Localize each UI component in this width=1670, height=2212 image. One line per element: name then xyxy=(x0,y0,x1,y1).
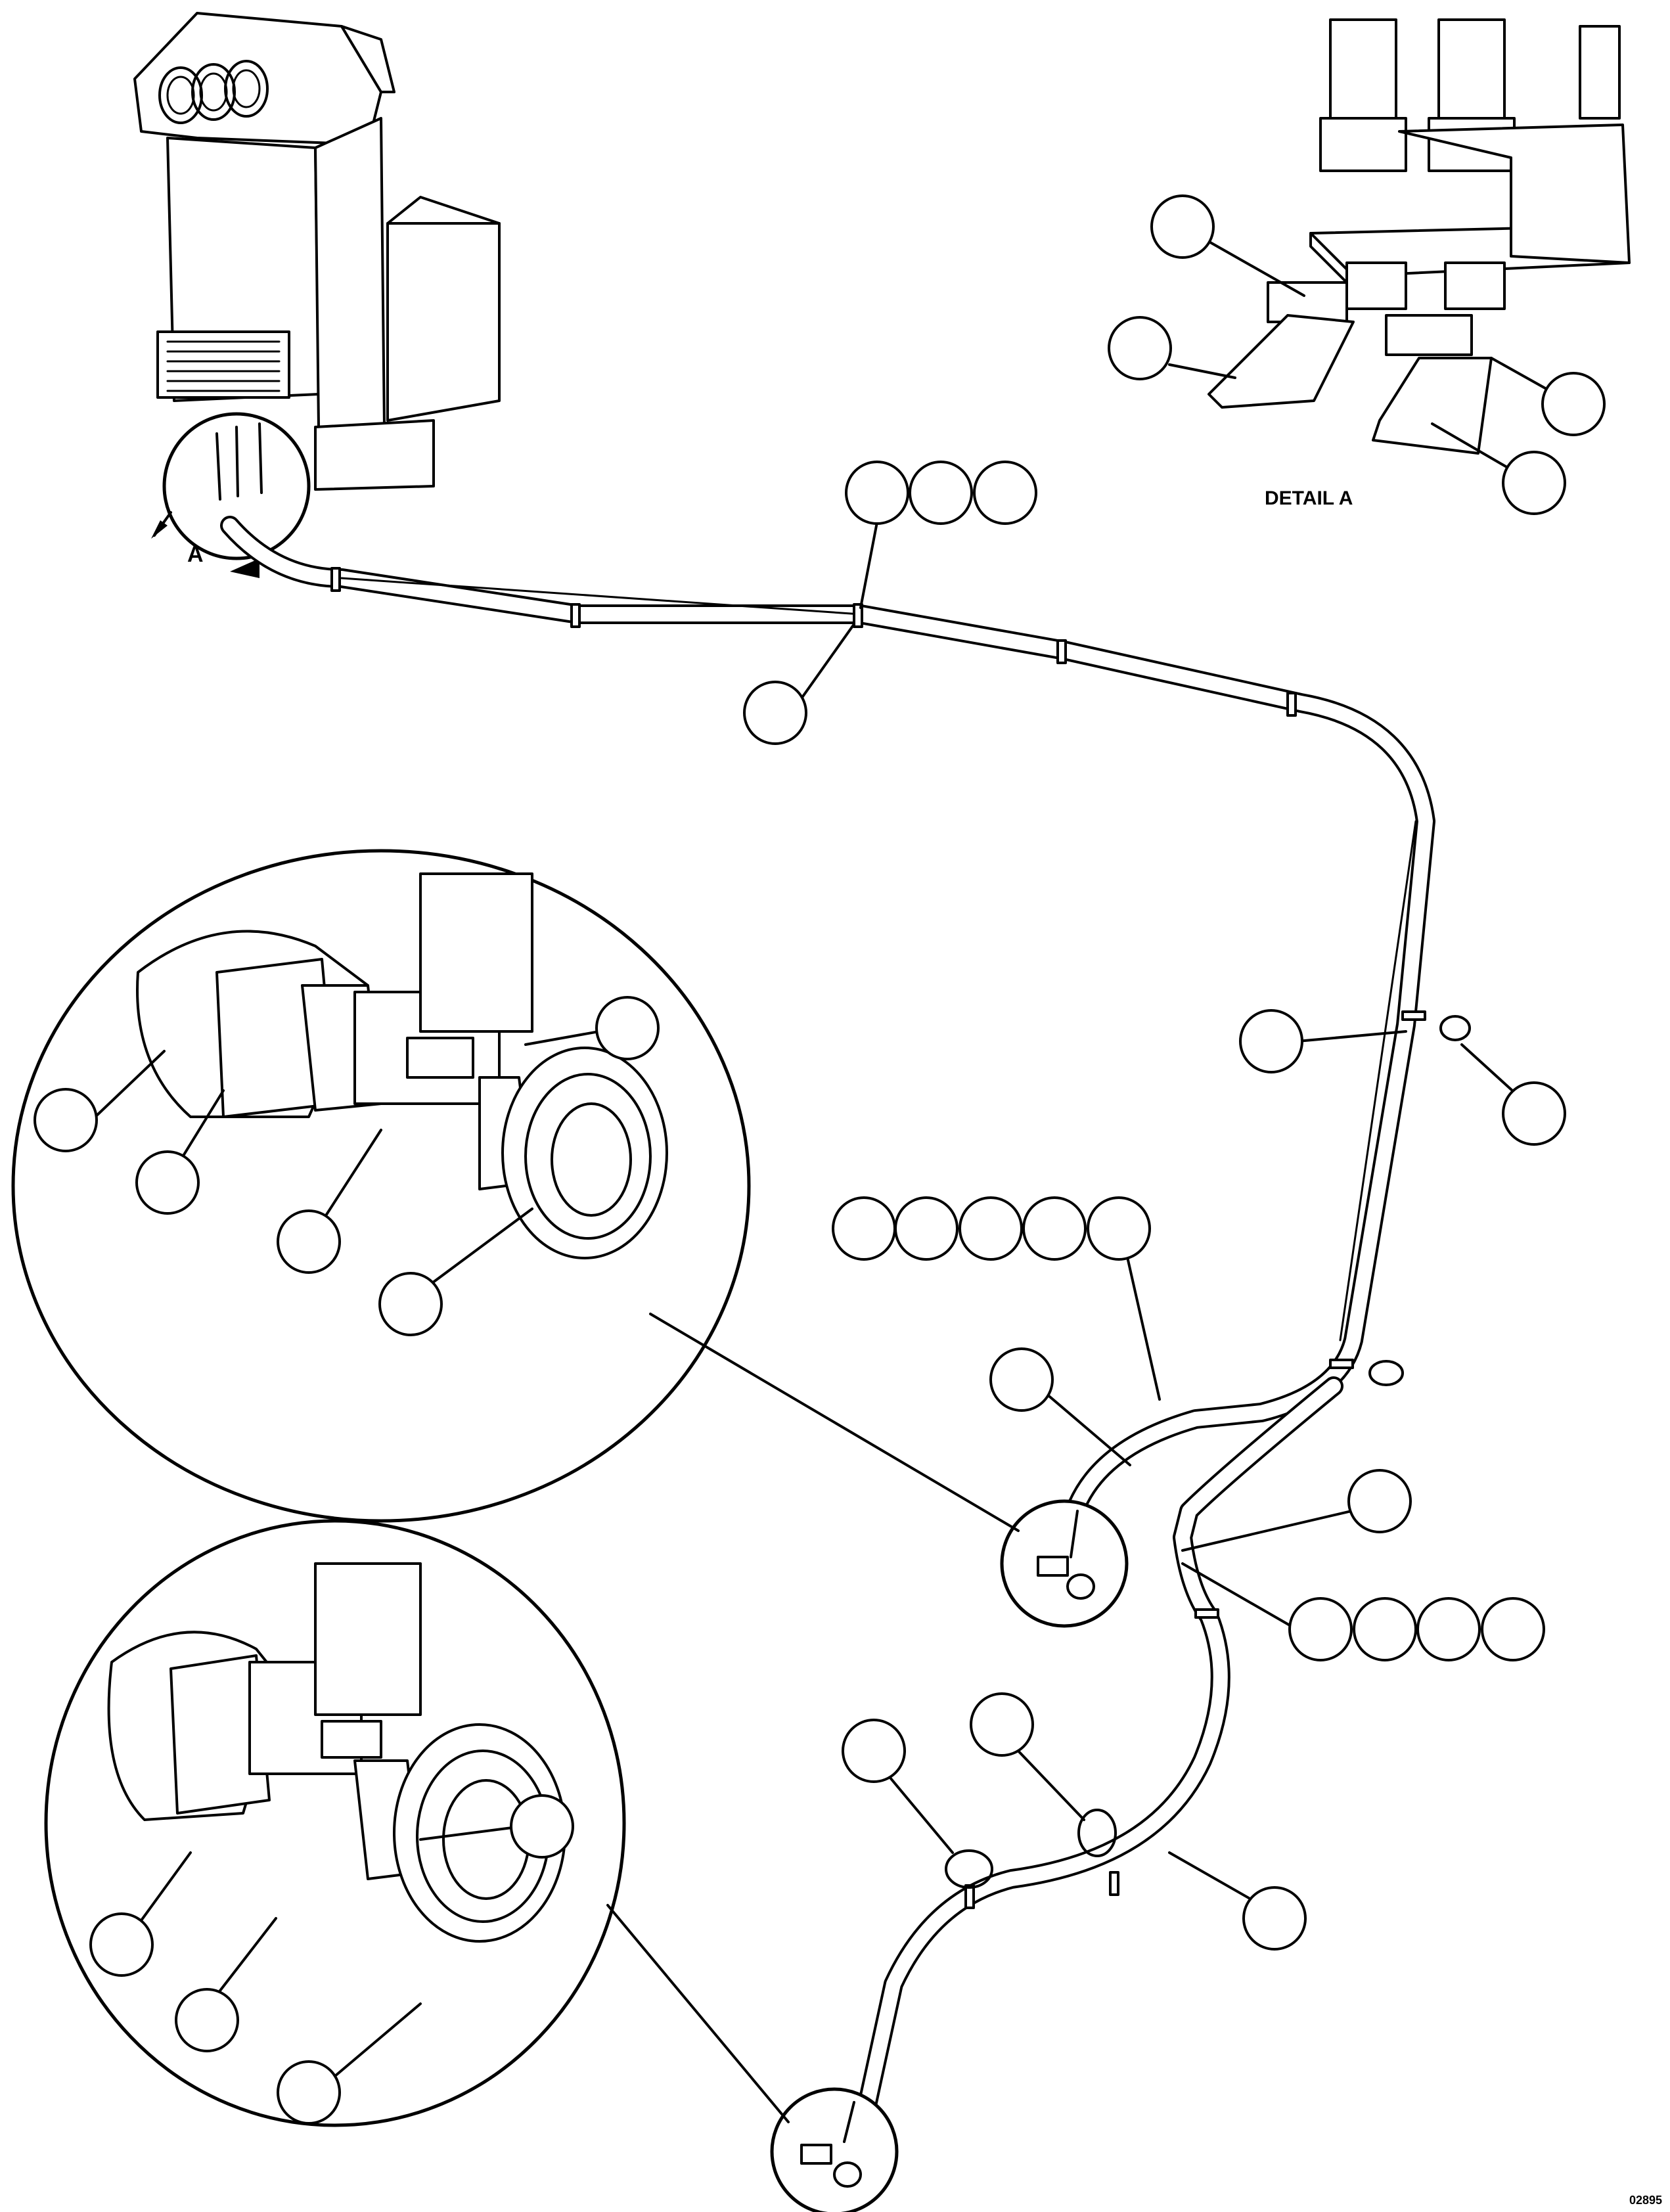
callout-bubble xyxy=(277,1209,341,1274)
callout-bubble xyxy=(832,1196,896,1261)
callout-bubble xyxy=(34,1088,98,1152)
callout-bubble xyxy=(510,1794,574,1859)
hose-clamp xyxy=(1401,1010,1426,1021)
hose-clamp xyxy=(330,567,341,592)
callout-bubble xyxy=(970,1692,1034,1757)
valve-detail-large-upper xyxy=(11,849,1020,1532)
callout-bubble xyxy=(1502,1081,1566,1146)
vent-grille xyxy=(166,340,281,392)
callout-bubble xyxy=(989,1347,1054,1412)
detail-a-drawing: DETAIL A xyxy=(1207,18,1631,509)
callout-bubble xyxy=(277,2060,341,2125)
callout-bubble xyxy=(1481,1597,1545,1661)
callout-bubble xyxy=(1108,316,1172,380)
callout-bubble xyxy=(842,1719,906,1783)
valve-detail-large-lower xyxy=(44,1519,790,2127)
callout-bubble xyxy=(1288,1597,1353,1661)
valve-detail-small-upper xyxy=(1000,1499,1129,1628)
callout-bubble xyxy=(1353,1597,1417,1661)
callout-bubble xyxy=(894,1196,959,1261)
callout-bubble xyxy=(973,461,1037,525)
callout-bubbles xyxy=(34,194,1606,2125)
view-arrow-icon xyxy=(151,520,168,539)
callout-bubble xyxy=(1150,194,1215,259)
valve-detail-small-lower xyxy=(770,2087,899,2212)
figure-number: 02895 xyxy=(1629,2194,1662,2207)
hose-clamp xyxy=(1329,1359,1354,1369)
dispenser-unit xyxy=(133,12,501,491)
callout-bubble xyxy=(909,461,973,525)
callout-bubble xyxy=(1416,1597,1481,1661)
callout-bubble xyxy=(89,1912,154,1977)
callout-bubble xyxy=(378,1272,443,1336)
callout-bubble xyxy=(595,996,660,1060)
hose-clamp xyxy=(964,1884,975,1909)
callout-bubble xyxy=(743,681,807,745)
callout-bubble xyxy=(845,461,909,525)
view-arrow-icon xyxy=(230,558,260,578)
detail-a-view-circle: A xyxy=(151,412,311,578)
callout-bubble xyxy=(1087,1196,1151,1261)
callout-bubble xyxy=(135,1150,200,1215)
callout-bubble xyxy=(1242,1886,1307,1951)
gauge-icon xyxy=(224,60,269,118)
hose-clamp xyxy=(570,603,581,628)
callout-bubble xyxy=(1239,1009,1303,1073)
hose-route xyxy=(220,516,1471,2145)
callout-bubble xyxy=(175,1988,239,2052)
hose-clamp xyxy=(853,603,863,628)
hose-clamp xyxy=(1056,639,1067,664)
callout-bubble xyxy=(1022,1196,1087,1261)
callout-bubble xyxy=(959,1196,1023,1261)
hose-clamp xyxy=(1194,1608,1219,1619)
hose-clamp xyxy=(1286,692,1297,717)
callout-bubble xyxy=(1502,451,1566,515)
callout-bubble xyxy=(1347,1469,1412,1533)
hose-clamp xyxy=(1109,1871,1119,1896)
callout-bubble xyxy=(1541,372,1606,436)
detail-a-label: DETAIL A xyxy=(1265,487,1353,509)
view-a-label: A xyxy=(187,542,204,567)
